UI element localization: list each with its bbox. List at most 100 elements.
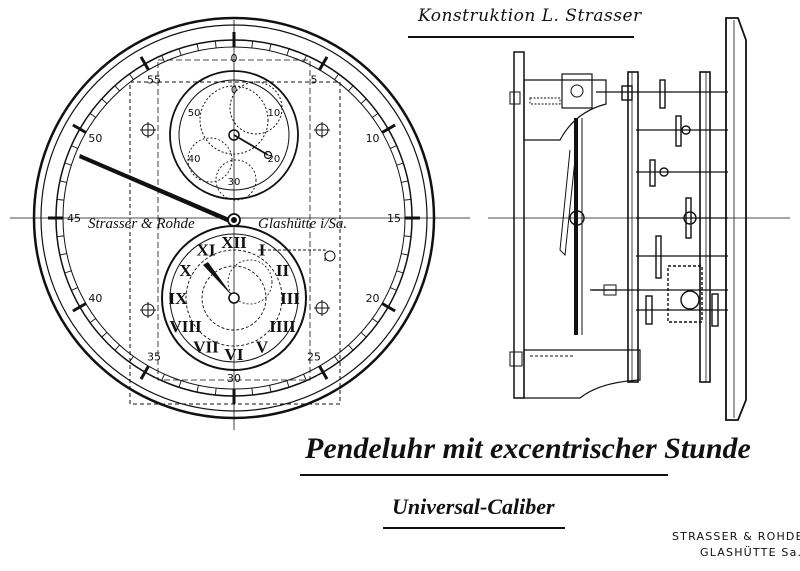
minute-tick [161,374,165,381]
hour-numeral: IIII [269,317,296,336]
minute-tick [101,332,108,338]
minute-major-tick [381,123,396,134]
minute-number: 45 [67,212,81,225]
hour-numeral: X [179,261,192,280]
minute-number: 10 [366,132,380,145]
movement-plate-outline [129,81,341,405]
hour-numeral: V [256,337,269,356]
minute-tick [56,235,64,238]
seconds-number: 0 [231,85,237,96]
dial-signature-right: Glashütte i/Sa. [258,216,347,232]
minute-tick [360,332,367,338]
seconds-number: 10 [267,108,280,119]
wheels-edge [621,79,719,327]
hour-numeral: IX [169,289,189,308]
construction-label: Konstruktion L. Strasser [418,6,642,26]
minute-major-tick [318,365,329,380]
seconds-numbers: 0 10 20 30 40 50 [188,85,280,188]
minute-tick [334,73,339,80]
minute-number: 5 [311,73,318,86]
seconds-number: 40 [188,154,201,165]
hour-numeral: I [259,241,266,260]
minute-tick [286,48,290,56]
minute-tick [89,318,96,323]
minute-tick [214,388,217,396]
minute-tick [390,287,397,291]
seconds-number: 20 [267,154,280,165]
minute-tick [178,380,182,388]
minute-major-tick [139,365,150,380]
minute-tick [303,55,307,62]
top-bracket [523,79,607,141]
minute-major-tick [381,302,396,313]
minute-tick [114,85,120,92]
minute-tick [360,98,367,104]
construction-underline [408,36,634,38]
minute-tick [196,385,199,393]
minute-tick [64,270,72,274]
hour-numeral: II [276,261,290,280]
minute-tick [214,40,217,48]
seconds-number: 50 [188,108,201,119]
minute-number: 40 [88,292,102,305]
minute-tick [401,180,409,183]
minute-number: 50 [88,132,102,145]
minute-tick [390,145,397,149]
movement-plate-inner [157,59,311,381]
drawing-subtitle: Universal-Caliber [392,494,555,519]
hour-numeral: VIII [169,317,202,336]
minute-tick [71,287,78,291]
hour-numeral: XI [197,241,216,260]
seconds-number: 30 [228,177,241,188]
minute-major-tick [318,56,329,71]
bottom-bracket [523,349,641,399]
minute-tick [161,55,165,62]
maker-name: STRASSER & ROHDE [672,530,800,543]
maker-place: GLASHÜTTE Sa. [700,546,800,559]
minute-tick [59,253,67,256]
plate-screws [140,122,330,318]
minute-number: 20 [366,292,380,305]
minute-tick [251,40,254,48]
minute-tick [334,356,339,363]
minute-tick [396,270,404,274]
drawing-title: Pendeluhr mit excentrischer Stunde [305,432,751,465]
back-plate [699,71,711,383]
minute-tick [348,344,354,351]
minute-major-tick [72,123,87,134]
minute-tick [178,48,182,56]
hour-numeral: VII [193,337,219,356]
minute-tick [89,113,96,118]
minute-number: 35 [147,351,161,364]
dial-signature-left: Strasser & Rohde [88,216,195,232]
minute-tick [71,145,78,149]
minute-tick [269,43,272,51]
title-underline [300,474,668,476]
minute-major-tick [139,56,150,71]
subtitle-underline [383,527,565,529]
minute-tick [404,198,412,201]
minute-number: 55 [147,73,161,86]
hour-hand [203,262,234,298]
minute-tick [64,162,72,166]
minute-tick [101,98,108,104]
minute-tick [196,43,199,51]
minute-number: 15 [387,212,401,225]
minute-tick [404,235,412,238]
minute-number: 25 [307,351,321,364]
seconds-subdial: 0 10 20 30 40 50 [169,70,299,201]
minute-tick [129,73,134,80]
front-plate [627,71,639,383]
minute-tick [56,198,64,201]
minute-tick [372,318,379,323]
minute-tick [348,85,354,92]
hour-numeral: III [280,289,300,308]
arbors [590,91,728,311]
minute-tick [303,374,307,381]
minute-tick [114,344,120,351]
hour-numeral: VI [225,345,244,364]
minute-tick [401,253,409,256]
